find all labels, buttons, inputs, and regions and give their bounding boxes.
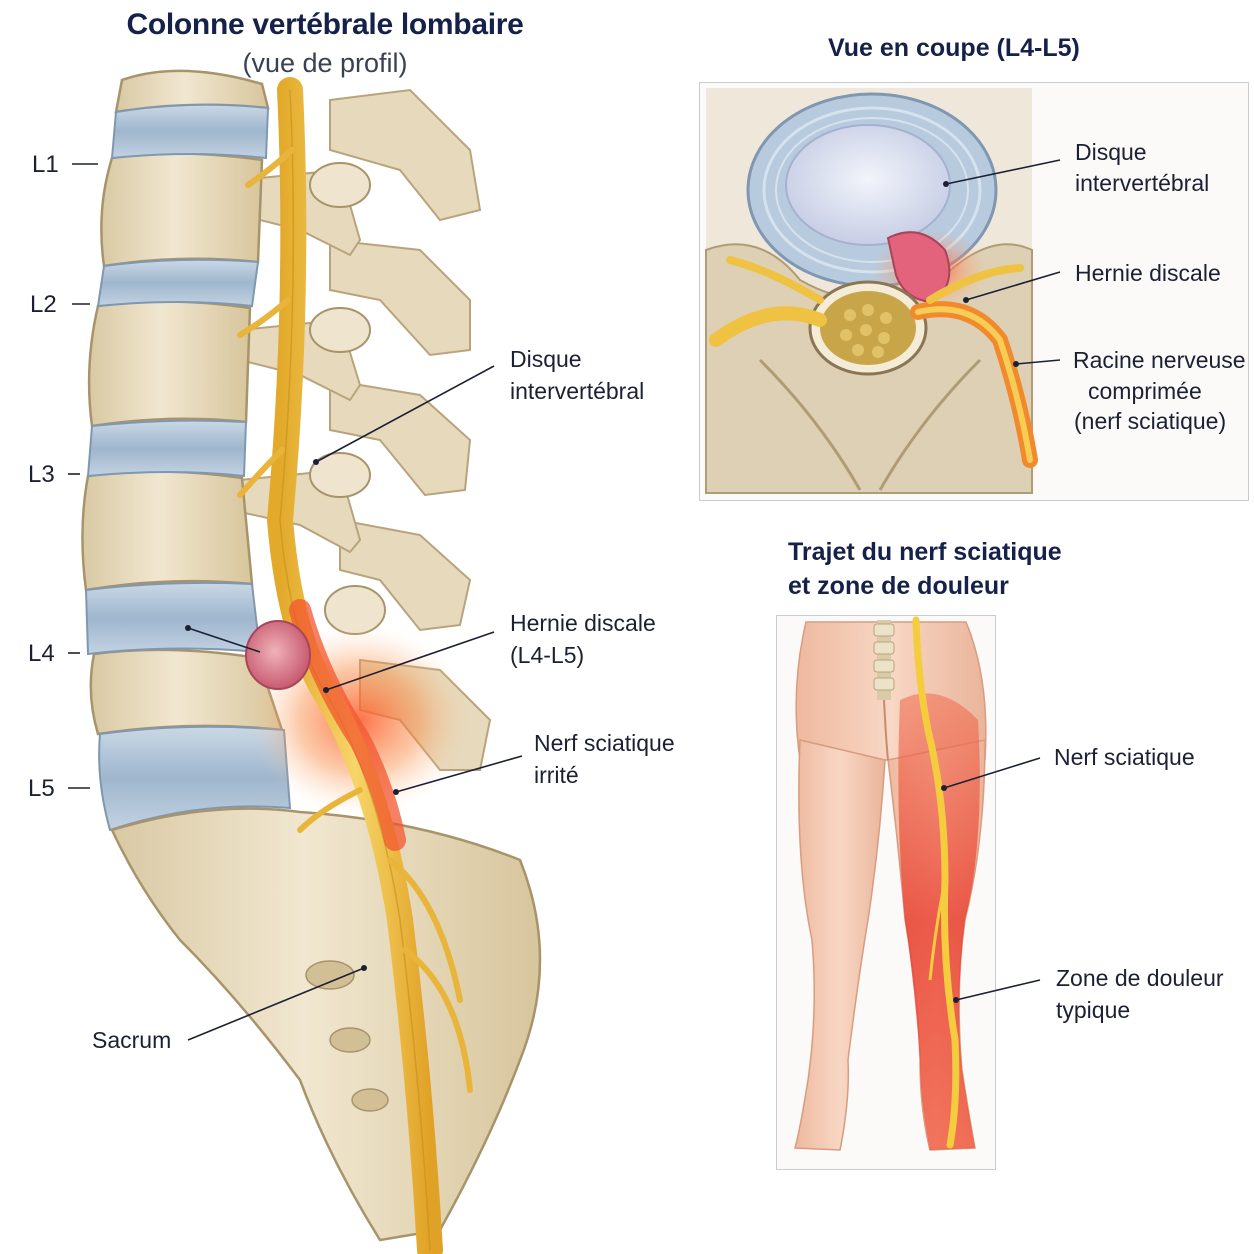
- main-disc-label-line1: Disque: [510, 346, 582, 372]
- section-disc-label-line2: intervertébral: [1075, 170, 1210, 196]
- vertebra-label-l4: L4: [28, 640, 55, 667]
- main-disc-label-line2: intervertébral: [510, 378, 645, 404]
- path-pain-label-line1: Zone de douleur: [1056, 965, 1224, 991]
- pain-zone: [898, 693, 980, 1150]
- section-title: Vue en coupe (L4-L5): [828, 34, 1080, 62]
- path-title-line2: et zone de douleur: [788, 572, 1009, 600]
- section-root-label-line3: (nerf sciatique): [1074, 408, 1227, 434]
- section-root-label-line1: Racine nerveuse: [1073, 347, 1246, 373]
- main-hernia-label-line2: (L4-L5): [510, 642, 585, 668]
- path-nerve-label: Nerf sciatique: [1054, 744, 1195, 770]
- section-herniation: [886, 231, 951, 304]
- main-hernia-label-line1: Hernie discale: [510, 610, 656, 636]
- vertebral-bodies: [81, 69, 284, 736]
- vertebra-label-l3: L3: [28, 461, 55, 488]
- main-nerve-label-line1: Nerf sciatique: [534, 730, 675, 756]
- path-pain-label-line2: typique: [1056, 997, 1131, 1023]
- main-title: Colonne vertébrale lombaire: [126, 8, 524, 41]
- left-leg: [794, 739, 886, 1151]
- main-sacrum-label: Sacrum: [92, 1027, 172, 1053]
- section-disc-label-line1: Disque: [1075, 139, 1147, 165]
- vertebra-label-l1: L1: [32, 151, 59, 178]
- section-hernia-label: Hernie discale: [1075, 260, 1221, 286]
- facet-joints: [309, 162, 386, 635]
- disc-herniation: [245, 620, 311, 690]
- vertebra-label-l5: L5: [28, 775, 55, 802]
- nucleus: [785, 124, 951, 246]
- section-root-label-line2: comprimée: [1088, 378, 1202, 404]
- vertebra-label-l2: L2: [30, 291, 57, 318]
- path-title-line1: Trajet du nerf sciatique: [788, 538, 1062, 566]
- intervertebral-discs: [84, 103, 292, 832]
- main-subtitle: (vue de profil): [242, 48, 408, 78]
- main-nerve-label-line2: irrité: [534, 762, 579, 788]
